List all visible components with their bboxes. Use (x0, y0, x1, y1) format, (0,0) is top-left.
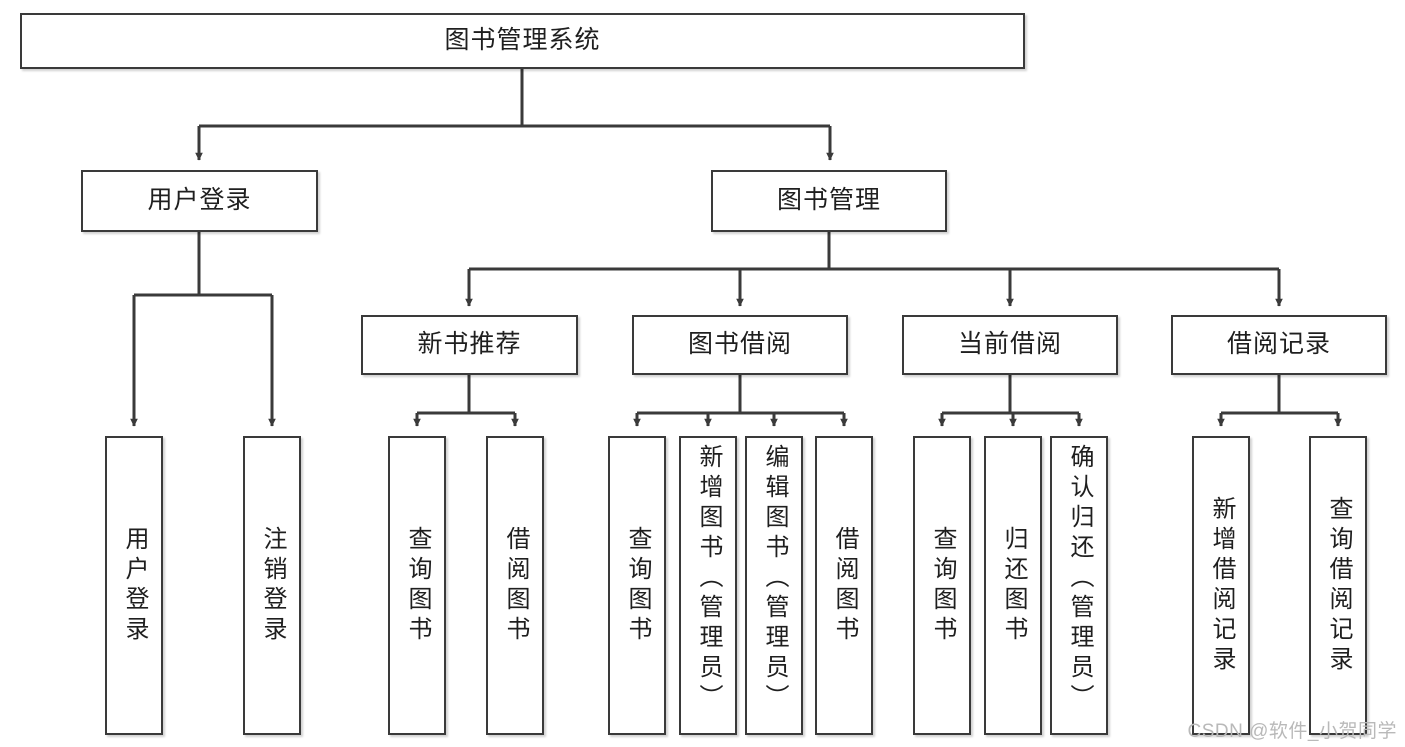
node-leaf-edit-book-label: 编辑图书（管理员） (761, 444, 788, 714)
node-leaf-confirm-return[interactable]: 确认归还（管理员） (1050, 436, 1108, 735)
node-new-book-rec[interactable]: 新书推荐 (361, 315, 578, 375)
node-book-borrow[interactable]: 图书借阅 (632, 315, 848, 375)
node-leaf-borrow-book-2-label: 借阅图书 (831, 525, 858, 646)
node-new-book-rec-label: 新书推荐 (417, 330, 522, 359)
node-leaf-query-book-2[interactable]: 查询图书 (608, 436, 666, 735)
node-leaf-add-book[interactable]: 新增图书（管理员） (679, 436, 737, 735)
node-leaf-query-book-1[interactable]: 查询图书 (388, 436, 446, 735)
node-leaf-borrow-book-1[interactable]: 借阅图书 (486, 436, 544, 735)
node-book-manage-label: 图书管理 (776, 186, 881, 215)
node-leaf-return-book-label: 归还图书 (1000, 525, 1027, 646)
node-leaf-query-record[interactable]: 查询借阅记录 (1309, 436, 1367, 735)
node-leaf-user-logout[interactable]: 注销登录 (243, 436, 301, 735)
node-current-borrow[interactable]: 当前借阅 (902, 315, 1118, 375)
node-leaf-confirm-return-label: 确认归还（管理员） (1066, 444, 1093, 714)
node-leaf-edit-book[interactable]: 编辑图书（管理员） (745, 436, 803, 735)
node-leaf-query-book-2-label: 查询图书 (624, 525, 651, 646)
node-root-label: 图书管理系统 (444, 26, 601, 55)
node-root[interactable]: 图书管理系统 (20, 13, 1025, 69)
node-book-manage[interactable]: 图书管理 (711, 170, 947, 232)
node-leaf-user-login[interactable]: 用户登录 (105, 436, 163, 735)
node-leaf-query-book-1-label: 查询图书 (404, 525, 431, 646)
node-leaf-query-book-3[interactable]: 查询图书 (913, 436, 971, 735)
node-leaf-add-record-label: 新增借阅记录 (1208, 495, 1235, 676)
node-leaf-query-book-3-label: 查询图书 (929, 525, 956, 646)
node-leaf-add-book-label: 新增图书（管理员） (695, 444, 722, 714)
node-leaf-query-record-label: 查询借阅记录 (1325, 495, 1352, 676)
node-borrow-record-label: 借阅记录 (1226, 330, 1331, 359)
node-leaf-add-record[interactable]: 新增借阅记录 (1192, 436, 1250, 735)
node-user-login[interactable]: 用户登录 (81, 170, 318, 232)
node-leaf-user-login-label: 用户登录 (121, 525, 148, 646)
node-borrow-record[interactable]: 借阅记录 (1171, 315, 1387, 375)
node-leaf-user-logout-label: 注销登录 (259, 525, 286, 646)
node-leaf-borrow-book-2[interactable]: 借阅图书 (815, 436, 873, 735)
node-current-borrow-label: 当前借阅 (957, 330, 1062, 359)
node-leaf-return-book[interactable]: 归还图书 (984, 436, 1042, 735)
csdn-watermark: CSDN @软件_小贺同学 (1187, 721, 1397, 742)
node-user-login-label: 用户登录 (147, 186, 252, 215)
node-book-borrow-label: 图书借阅 (687, 330, 792, 359)
node-leaf-borrow-book-1-label: 借阅图书 (502, 525, 529, 646)
